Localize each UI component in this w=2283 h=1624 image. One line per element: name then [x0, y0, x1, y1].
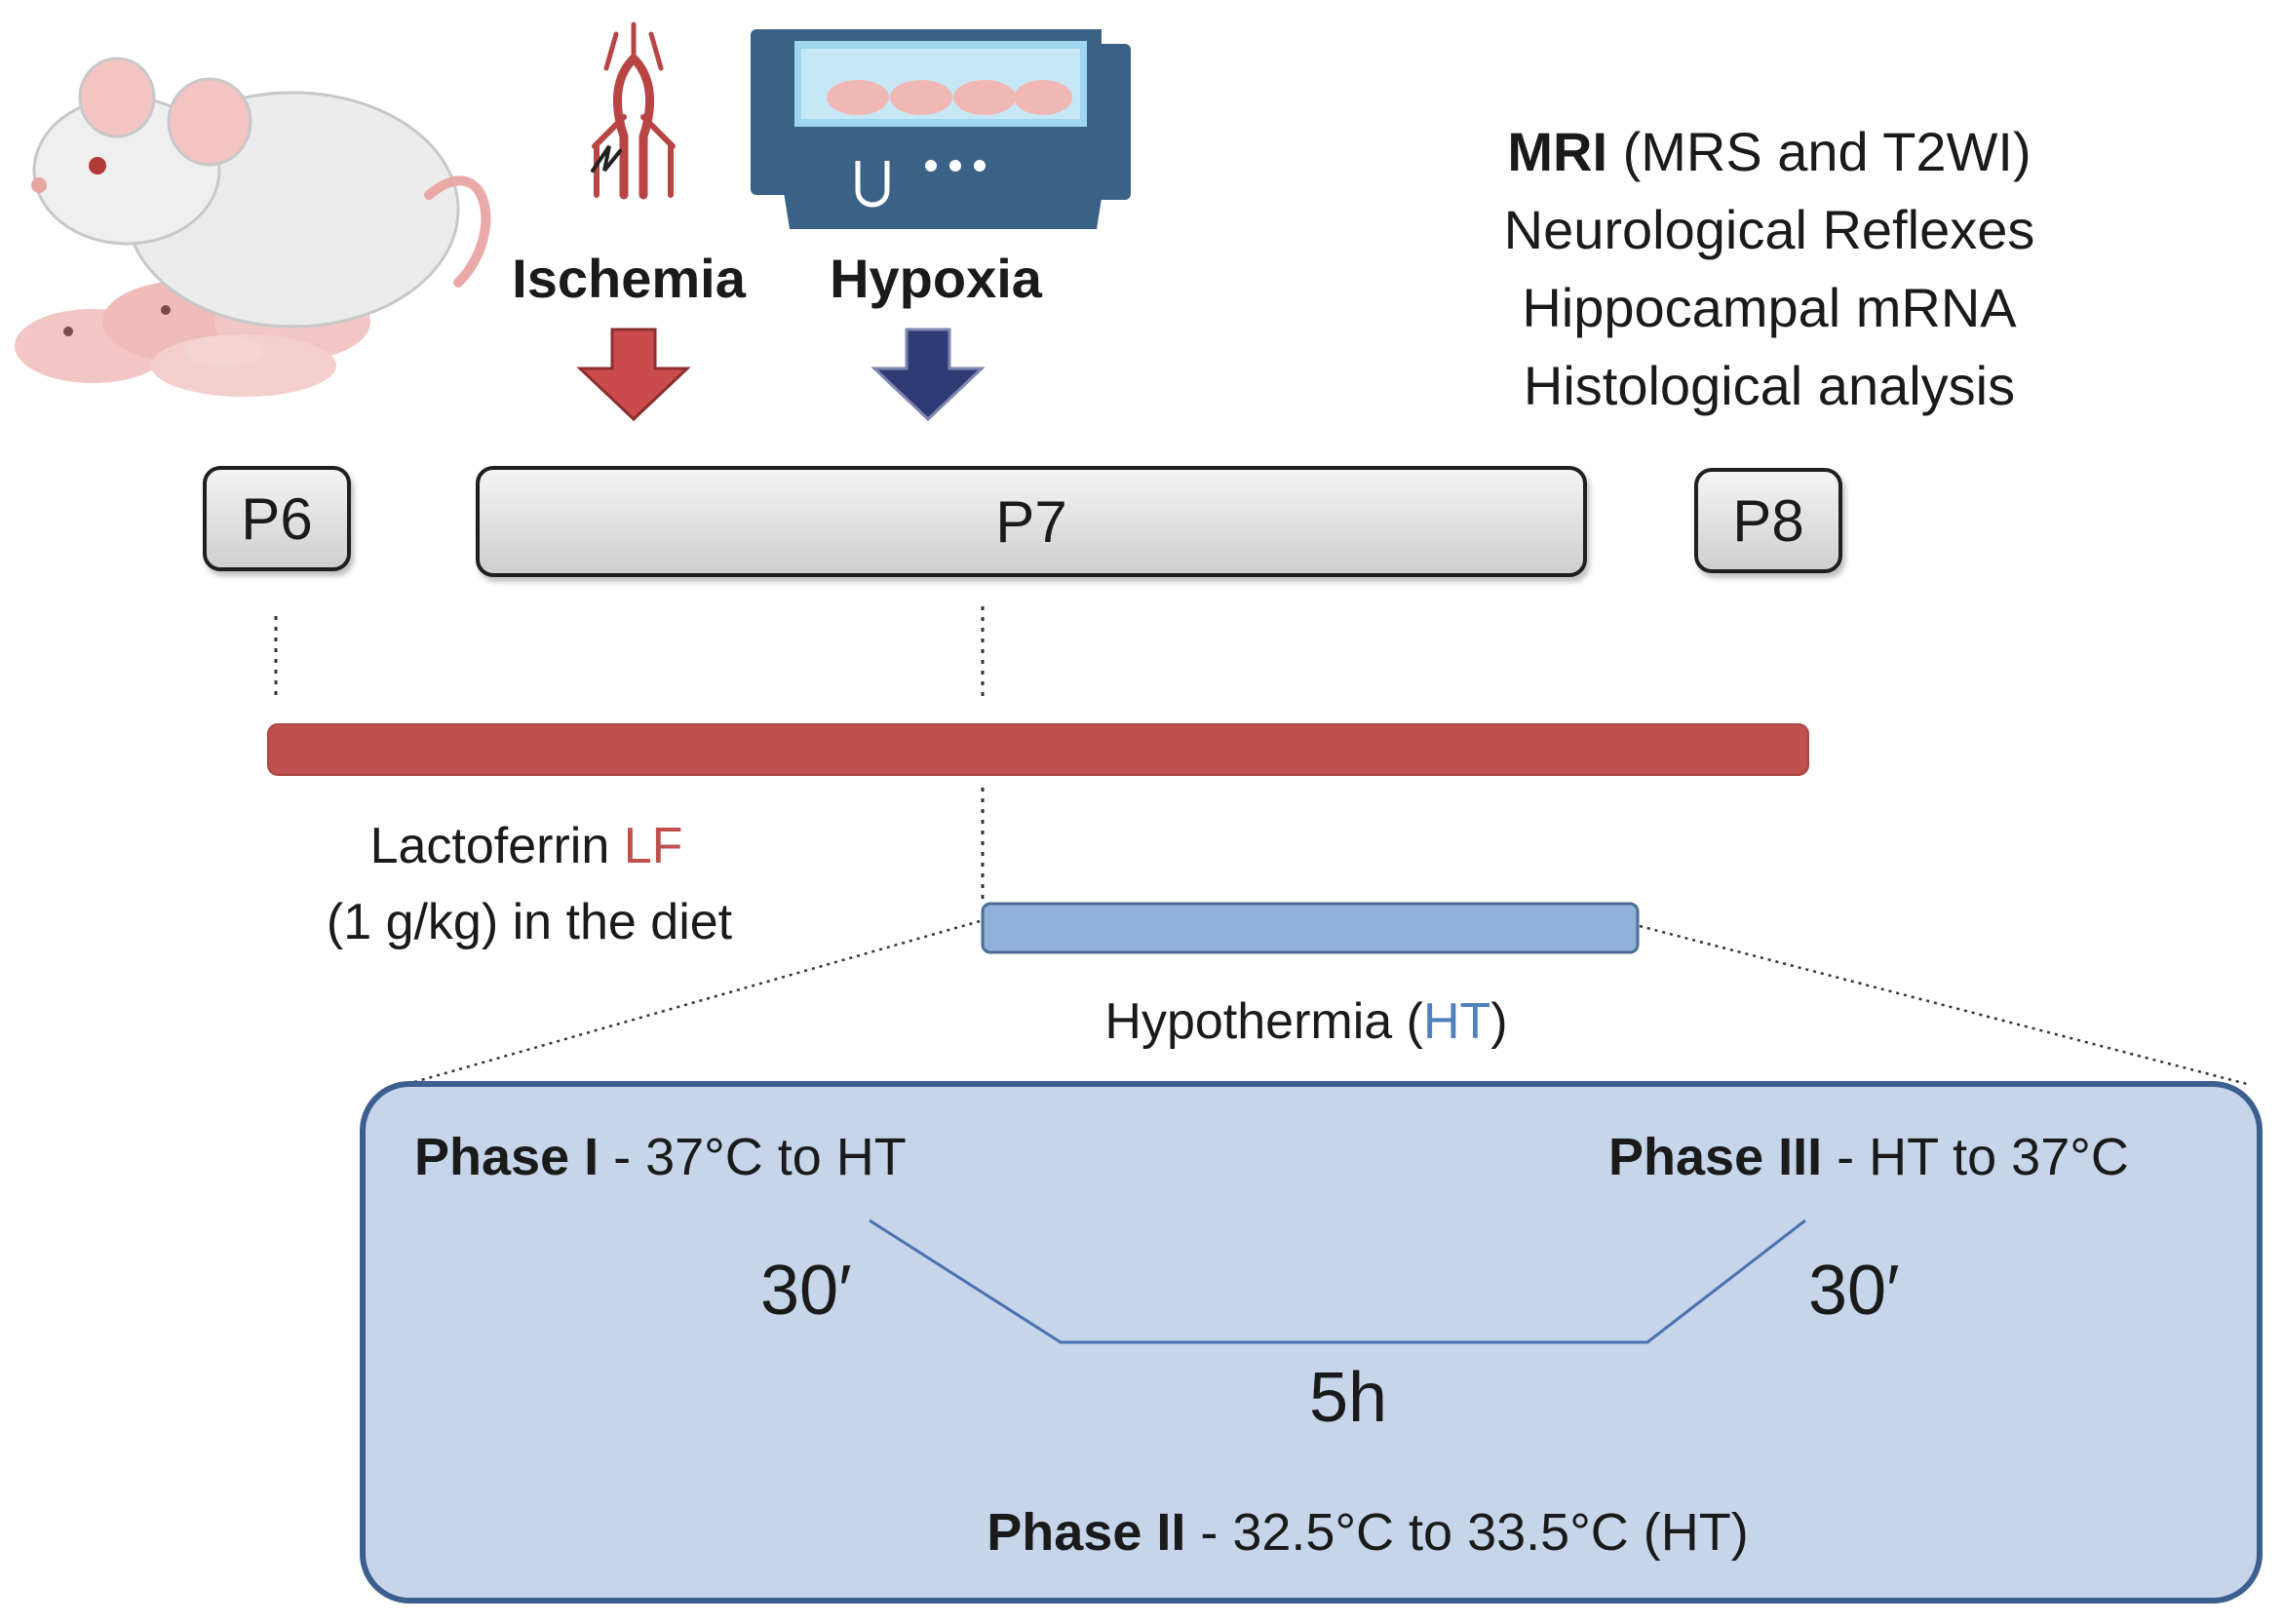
phase-3-range: - HT to 37°C: [1822, 1128, 2129, 1186]
phase-3-name: Phase III: [1608, 1128, 1823, 1186]
ischemia-label: Ischemia: [512, 248, 746, 309]
ischemia-arrow: [576, 328, 691, 422]
day-box-p6: P6: [203, 466, 351, 571]
day-box-p8: P8: [1694, 468, 1842, 573]
phase-1-label: Phase I - 37°C to HT: [414, 1131, 907, 1183]
phase-1-name: Phase I: [414, 1128, 600, 1186]
hypothermia-bar: [981, 902, 1640, 954]
phase-2-range: - 32.5°C to 33.5°C (HT): [1185, 1503, 1749, 1562]
temperature-profile-line: [869, 1218, 1806, 1344]
outcome-mri-bold: MRI: [1507, 121, 1608, 182]
hypothermia-label-suffix: ): [1490, 993, 1508, 1050]
phase-2-name: Phase II: [987, 1503, 1186, 1562]
outcome-neurological-reflexes: Neurological Reflexes: [1503, 199, 2035, 260]
mouse-with-pups-icon: [15, 57, 491, 397]
phase-2-duration: 5h: [1308, 1359, 1388, 1437]
phase-1-duration: 30′: [760, 1252, 852, 1330]
outcome-histological-analysis: Histological analysis: [1523, 355, 2016, 416]
day-box-p7: P7: [476, 466, 1587, 577]
phase-1-range: - 37°C to HT: [599, 1128, 907, 1186]
hypothermia-label-prefix: Hypothermia (: [1104, 993, 1423, 1050]
phase-3-label: Phase III - HT to 37°C: [1608, 1131, 2129, 1183]
hypoxia-chamber-icon: [751, 29, 1131, 229]
outcome-mri-rest: (MRS and T2WI): [1607, 121, 2031, 182]
phase-2-label: Phase II - 32.5°C to 33.5°C (HT): [987, 1506, 1748, 1559]
outcome-mri: MRI (MRS and T2WI): [1507, 125, 2031, 179]
hypothermia-abbr: HT: [1422, 993, 1491, 1050]
lactoferrin-bar: [267, 723, 1809, 776]
lactoferrin-label: Lactoferrin LF: [370, 821, 683, 871]
lactoferrin-abbr: LF: [623, 818, 683, 874]
outcome-hippocampal-mrna: Hippocampal mRNA: [1522, 277, 2017, 338]
hypothermia-label: Hypothermia (HT): [1104, 996, 1507, 1047]
phase-3-duration: 30′: [1808, 1252, 1900, 1330]
lactoferrin-dose: (1 g/kg) in the diet: [326, 894, 733, 950]
hypoxia-label: Hypoxia: [830, 248, 1042, 309]
zoom-line-right: [1639, 924, 2248, 1086]
lactoferrin-label-prefix: Lactoferrin: [369, 818, 624, 874]
carotid-artery-icon: [591, 21, 676, 200]
hypoxia-arrow: [871, 328, 986, 422]
